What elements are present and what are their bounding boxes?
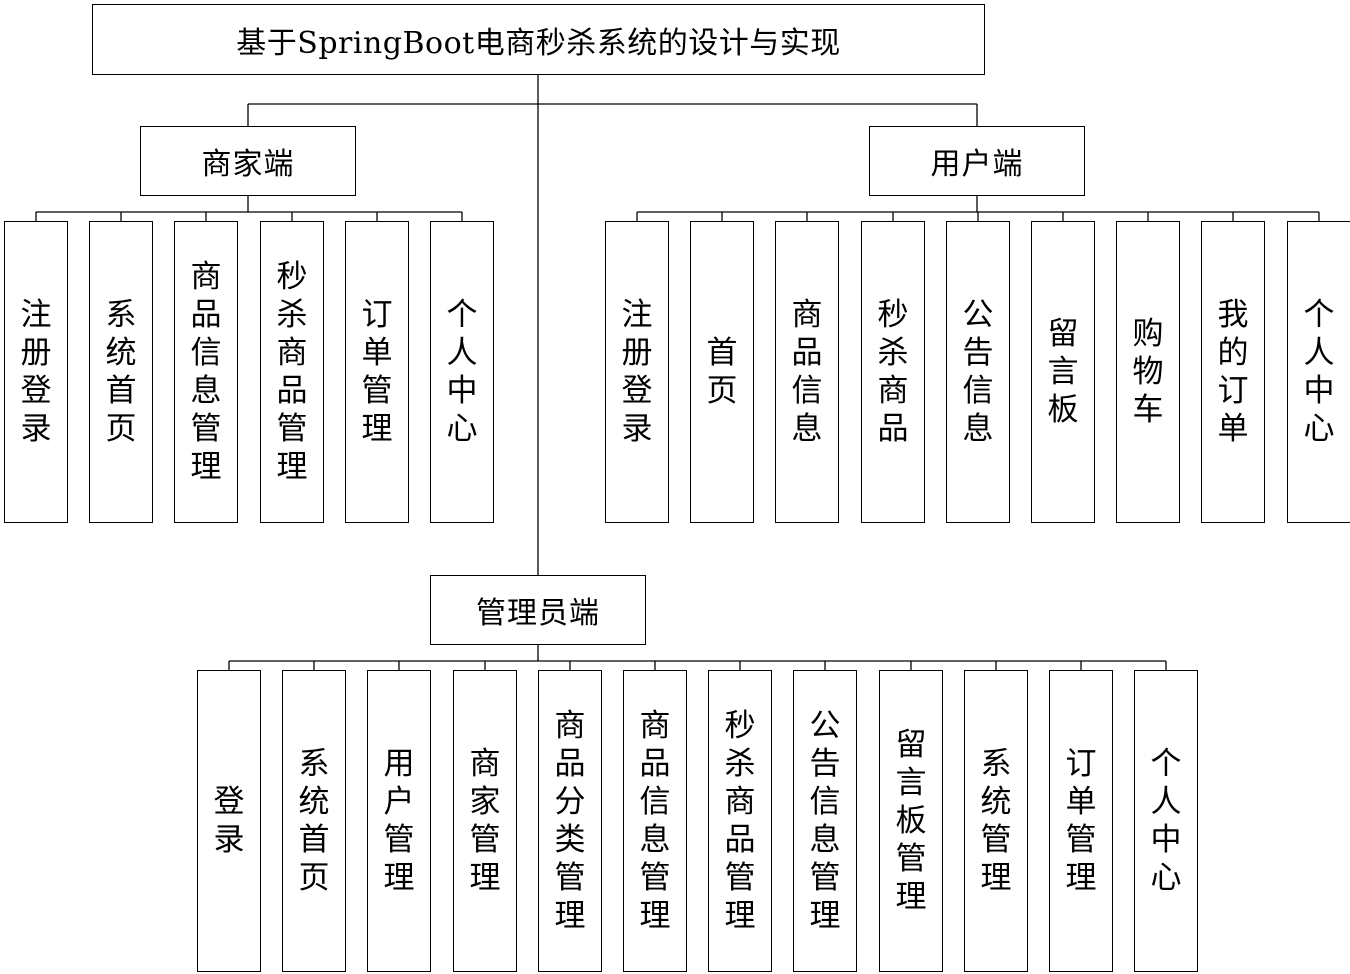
admin-module-label: 用户管理 — [383, 746, 415, 896]
admin-module-box: 个人中心 — [1134, 670, 1198, 972]
merchant-module-label: 秒杀商品管理 — [276, 259, 308, 485]
admin-module-label: 商品信息管理 — [639, 708, 671, 934]
user-module-box: 我的订单 — [1201, 221, 1265, 523]
admin-module-box: 登录 — [197, 670, 261, 972]
user-module-box: 秒杀商品 — [861, 221, 925, 523]
user-module-label: 我的订单 — [1217, 297, 1249, 447]
user-module-label: 注册登录 — [621, 297, 653, 447]
user-module-label: 商品信息 — [791, 297, 823, 447]
merchant-module-label: 个人中心 — [446, 297, 478, 447]
user-branch-box: 用户端 — [869, 126, 1085, 196]
admin-module-box: 公告信息管理 — [793, 670, 857, 972]
merchant-module-label: 注册登录 — [20, 297, 52, 447]
admin-module-box: 系统管理 — [964, 670, 1028, 972]
admin-module-label: 留言板管理 — [895, 727, 927, 915]
merchant-branch-box: 商家端 — [140, 126, 356, 196]
admin-module-box: 商品信息管理 — [623, 670, 687, 972]
user-module-label: 个人中心 — [1303, 297, 1335, 447]
admin-module-label: 商家管理 — [469, 746, 501, 896]
admin-module-box: 留言板管理 — [879, 670, 943, 972]
merchant-module-box: 个人中心 — [430, 221, 494, 523]
user-module-label: 公告信息 — [962, 297, 994, 447]
admin-module-label: 登录 — [213, 784, 245, 858]
user-module-box: 个人中心 — [1287, 221, 1350, 523]
user-module-box: 商品信息 — [775, 221, 839, 523]
user-module-label: 首页 — [706, 335, 738, 409]
merchant-module-box: 商品信息管理 — [174, 221, 238, 523]
admin-module-box: 秒杀商品管理 — [708, 670, 772, 972]
admin-module-label: 系统首页 — [298, 746, 330, 896]
user-module-box: 首页 — [690, 221, 754, 523]
merchant-branch-label: 商家端 — [201, 147, 295, 182]
admin-module-label: 个人中心 — [1150, 746, 1182, 896]
user-module-label: 留言板 — [1047, 316, 1079, 428]
user-module-label: 秒杀商品 — [877, 297, 909, 447]
admin-module-box: 系统首页 — [282, 670, 346, 972]
admin-module-label: 订单管理 — [1065, 746, 1097, 896]
user-module-box: 注册登录 — [605, 221, 669, 523]
merchant-module-label: 订单管理 — [361, 297, 393, 447]
merchant-module-box: 秒杀商品管理 — [260, 221, 324, 523]
admin-module-box: 商家管理 — [453, 670, 517, 972]
admin-module-label: 秒杀商品管理 — [724, 708, 756, 934]
admin-module-box: 订单管理 — [1049, 670, 1113, 972]
user-module-label: 购物车 — [1132, 316, 1164, 428]
admin-module-label: 系统管理 — [980, 746, 1012, 896]
admin-branch-label: 管理员端 — [476, 596, 600, 631]
merchant-module-box: 订单管理 — [345, 221, 409, 523]
admin-module-box: 用户管理 — [367, 670, 431, 972]
system-title: 基于SpringBoot电商秒杀系统的设计与实现 — [236, 25, 841, 61]
admin-module-box: 商品分类管理 — [538, 670, 602, 972]
admin-module-label: 公告信息管理 — [809, 708, 841, 934]
admin-module-label: 商品分类管理 — [554, 708, 586, 934]
user-module-box: 公告信息 — [946, 221, 1010, 523]
user-module-box: 留言板 — [1031, 221, 1095, 523]
user-module-box: 购物车 — [1116, 221, 1180, 523]
merchant-module-label: 商品信息管理 — [190, 259, 222, 485]
admin-branch-box: 管理员端 — [430, 575, 646, 645]
system-title-box: 基于SpringBoot电商秒杀系统的设计与实现 — [92, 4, 985, 75]
merchant-module-box: 注册登录 — [4, 221, 68, 523]
merchant-module-box: 系统首页 — [89, 221, 153, 523]
merchant-module-label: 系统首页 — [105, 297, 137, 447]
user-branch-label: 用户端 — [930, 147, 1024, 182]
